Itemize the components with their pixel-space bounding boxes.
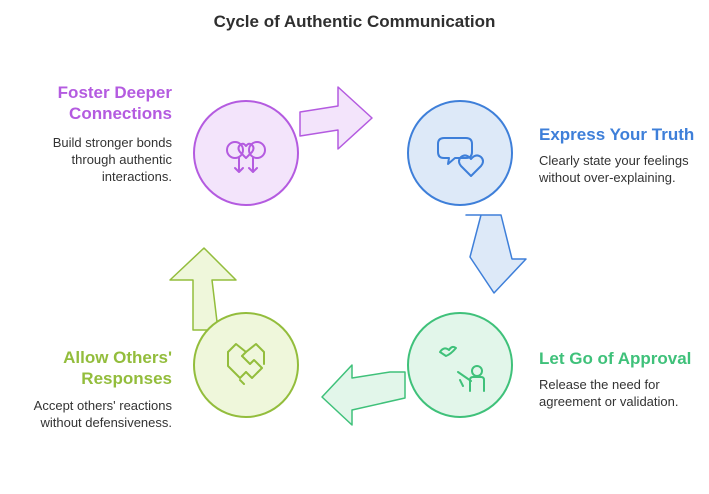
speech-bubble-heart-icon: [437, 137, 484, 177]
step-title-express-your-truth: Express Your Truth: [539, 125, 695, 144]
arrow-top: [299, 86, 373, 150]
description-line: without over-explaining.: [539, 170, 676, 185]
description-line: without defensiveness.: [40, 415, 172, 430]
arrow-bottom: [321, 364, 406, 426]
description-line: Accept others' reactions: [33, 398, 172, 413]
step-description-allow-others-responses: Accept others' reactions without defensi…: [0, 397, 172, 431]
person-release-bird-icon: [439, 345, 485, 392]
step-description-foster-deeper-connections: Build stronger bonds through authentic i…: [0, 134, 172, 185]
title-line: Foster Deeper: [57, 83, 172, 102]
step-description-let-go-of-approval: Release the need for agreement or valida…: [539, 376, 709, 410]
description-line: Release the need for: [539, 377, 660, 392]
title-line: Responses: [81, 369, 172, 388]
description-line: agreement or validation.: [539, 394, 679, 409]
node-express-your-truth: [407, 100, 513, 206]
description-line: interactions.: [101, 169, 172, 184]
step-description-express-your-truth: Clearly state your feelings without over…: [539, 152, 709, 186]
description-line: through authentic: [71, 152, 172, 167]
title-line: Allow Others': [63, 348, 172, 367]
step-title-foster-deeper-connections: Foster Deeper Connections: [0, 82, 172, 124]
step-title-let-go-of-approval: Let Go of Approval: [539, 349, 692, 368]
title-line: Connections: [69, 104, 172, 123]
node-let-go-of-approval: [407, 312, 513, 418]
node-allow-others-responses: [193, 312, 299, 418]
connected-hearts-icon: [226, 141, 266, 173]
node-foster-deeper-connections: [193, 100, 299, 206]
description-line: Build stronger bonds: [52, 135, 172, 150]
diagram-title: Cycle of Authentic Communication: [213, 12, 496, 31]
step-title-allow-others-responses: Allow Others' Responses: [0, 347, 172, 389]
handshake-icon: [227, 343, 265, 385]
arrow-right: [465, 214, 527, 294]
description-line: Clearly state your feelings: [539, 153, 689, 168]
